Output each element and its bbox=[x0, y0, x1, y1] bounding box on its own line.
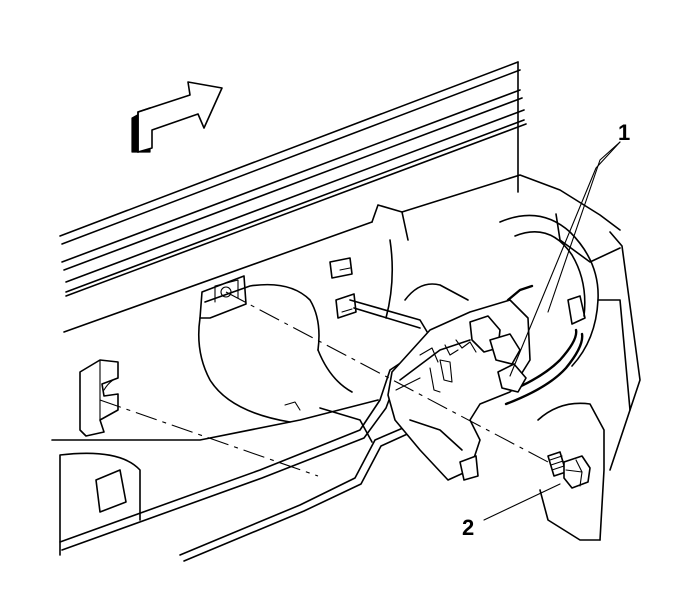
callout-leaders bbox=[483, 141, 621, 521]
alignment-lines bbox=[99, 291, 549, 477]
latch-assembly bbox=[387, 284, 534, 481]
bolt-icon bbox=[547, 451, 591, 489]
cable-retainer-clip bbox=[79, 359, 119, 437]
forward-direction-arrow-icon bbox=[131, 81, 223, 153]
callout-label-2: 2 bbox=[462, 515, 474, 540]
door-inner-panel bbox=[51, 174, 641, 556]
callout-label-1: 1 bbox=[618, 120, 630, 145]
roof-panel-lines bbox=[59, 61, 527, 333]
